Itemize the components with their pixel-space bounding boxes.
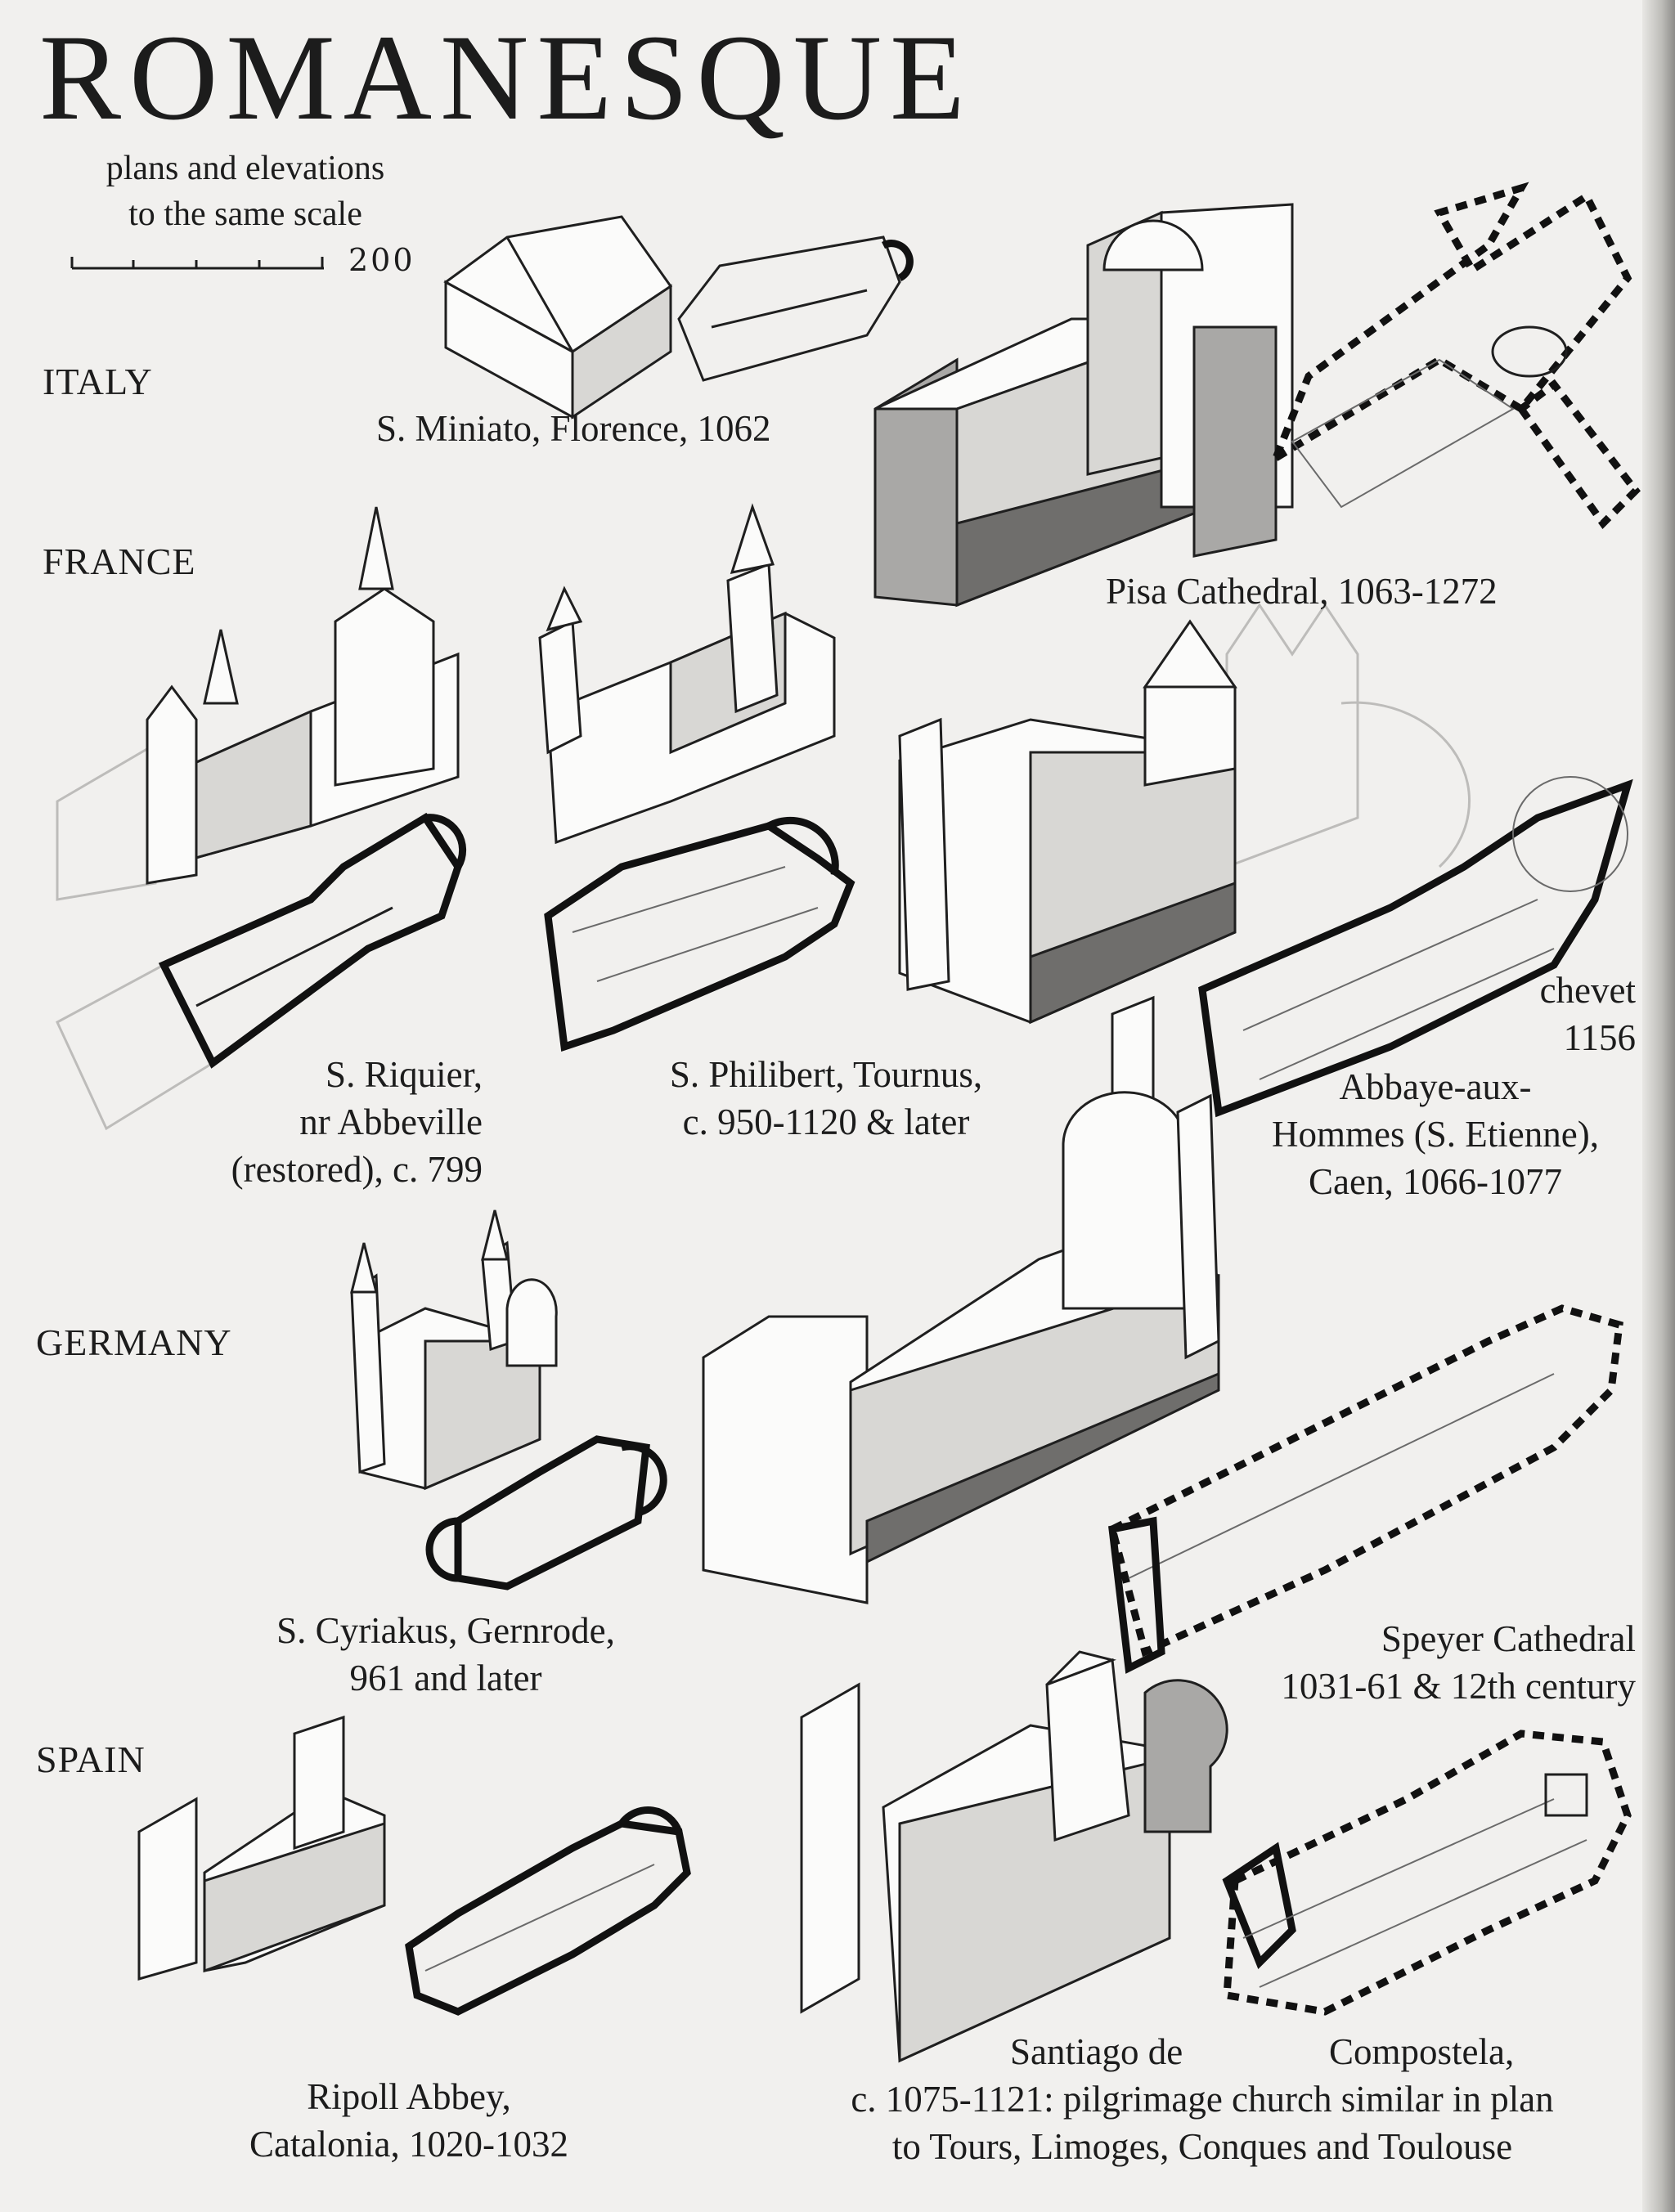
caption-speyer-line-2: 1031-61 & 12th century — [1281, 1666, 1636, 1707]
caption-santiago-line-1b: Compostela, — [1329, 2031, 1515, 2072]
subtitle: plans and elevations to the same scale — [65, 146, 425, 237]
caption-s-cyriakus-line-2: 961 and later — [349, 1658, 542, 1698]
caption-ripoll-line-1: Ripoll Abbey, — [307, 2076, 511, 2117]
caption-abbaye-line-3: Caen, 1066-1077 — [1309, 1161, 1562, 1202]
s-riquier-drawing — [56, 506, 467, 1131]
pisa-elevation — [873, 203, 1294, 608]
caption-abbaye-line-1: Abbaye-aux- — [1339, 1066, 1532, 1107]
caption-pisa: Pisa Cathedral, 1063-1272 — [1106, 571, 1498, 612]
santiago-drawing — [800, 1650, 1632, 2063]
ripoll-drawing — [137, 1715, 691, 2016]
caption-santiago: c. 1075-1121: pilgrimage church similar … — [761, 2075, 1644, 2170]
caption-s-miniato: S. Miniato, Florence, 1062 — [376, 408, 771, 449]
s-cyriakus-drawing — [350, 1209, 667, 1591]
caption-s-riquier-line-3: (restored), c. 799 — [231, 1149, 483, 1190]
s-philibert-drawing — [538, 503, 855, 1052]
caption-s-philibert: S. Philibert, Tournus, c. 950-1120 & lat… — [622, 1051, 1031, 1146]
page-edge — [1642, 0, 1675, 2212]
caption-ripoll-line-2: Catalonia, 1020-1032 — [249, 2124, 568, 2165]
caption-s-philibert-line-2: c. 950-1120 & later — [682, 1102, 970, 1142]
scale-label: 200 — [348, 242, 415, 278]
caption-santiago-line-1a: Santiago de — [1010, 2031, 1183, 2072]
country-spain: SPAIN — [36, 1739, 146, 1780]
caption-chevet-line-1: chevet — [1539, 970, 1636, 1011]
caption-ripoll: Ripoll Abbey, Catalonia, 1020-1032 — [204, 2073, 613, 2168]
abbaye-drawing — [898, 603, 1633, 1118]
country-germany: GERMANY — [36, 1321, 232, 1363]
s-miniato-elevation — [443, 215, 673, 420]
subtitle-line-2: to the same scale — [128, 195, 362, 233]
country-france: FRANCE — [43, 541, 196, 582]
caption-abbaye: Abbaye-aux- Hommes (S. Etienne), Caen, 1… — [1227, 1063, 1644, 1205]
scale-bar: 200 — [70, 242, 422, 283]
country-italy: ITALY — [43, 361, 153, 402]
page-title: ROMANESQUE — [39, 10, 973, 146]
subtitle-line-1: plans and elevations — [106, 150, 385, 187]
caption-speyer: Speyer Cathedral 1031-61 & 12th century — [1145, 1615, 1636, 1710]
caption-s-cyriakus: S. Cyriakus, Gernrode, 961 and later — [245, 1607, 646, 1702]
caption-s-riquier-line-2: nr Abbeville — [299, 1102, 483, 1142]
caption-s-philibert-line-1: S. Philibert, Tournus, — [669, 1054, 983, 1095]
caption-santiago-line-3: to Tours, Limoges, Conques and Toulouse — [891, 2126, 1513, 2167]
speyer-drawing — [702, 995, 1623, 1674]
caption-s-riquier-line-1: S. Riquier, — [326, 1054, 483, 1095]
scale-bar-graphic — [70, 257, 324, 270]
caption-s-riquier: S. Riquier, nr Abbeville (restored), c. … — [147, 1051, 483, 1193]
caption-abbaye-line-2: Hommes (S. Etienne), — [1272, 1114, 1599, 1155]
caption-santiago-line-2: c. 1075-1121: pilgrimage church similar … — [851, 2079, 1554, 2120]
caption-chevet-line-2: 1156 — [1563, 1017, 1636, 1058]
pisa-plan — [1268, 182, 1641, 529]
caption-speyer-line-1: Speyer Cathedral — [1381, 1618, 1636, 1659]
s-miniato-plan — [677, 236, 914, 382]
caption-chevet: chevet 1156 — [1472, 967, 1636, 1061]
caption-s-cyriakus-line-1: S. Cyriakus, Gernrode, — [276, 1610, 615, 1651]
